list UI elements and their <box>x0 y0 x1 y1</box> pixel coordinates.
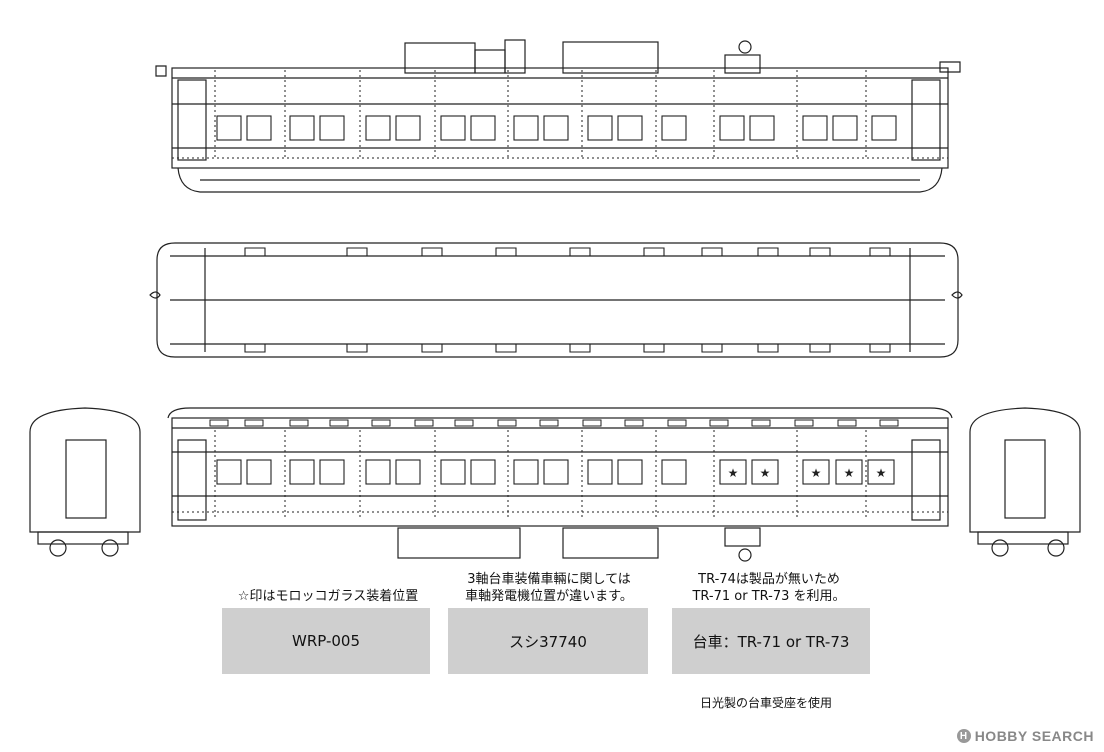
star-marker: ★ <box>760 466 771 480</box>
truck-note-line1: TR-74は製品が無いため <box>698 572 840 587</box>
car-name: スシ37740 <box>509 632 587 651</box>
star-marker: ★ <box>844 466 855 480</box>
truck-note-line2: TR-71 or TR-73 を利用。 <box>692 589 846 604</box>
star-marker: ★ <box>728 466 739 480</box>
truck-label: 台車：TR-71 or TR-73 <box>692 632 850 651</box>
watermark-text: HOBBY SEARCH <box>974 728 1094 744</box>
star-marker: ★ <box>876 466 887 480</box>
truck-panel: 台車：TR-71 or TR-73 <box>672 608 870 674</box>
product-code-panel: WRP-005 <box>222 608 430 674</box>
end-view-right <box>969 407 1081 557</box>
star-note: ☆印はモロッコガラス装着位置 <box>237 589 419 604</box>
axle-note-line2: 車軸発電機位置が違います。 <box>465 589 633 604</box>
side-view-top <box>155 39 961 193</box>
hobby-search-logo-icon: H <box>956 729 971 743</box>
roof-plan-view <box>149 242 963 358</box>
car-name-panel: スシ37740 <box>448 608 648 674</box>
watermark: H HOBBY SEARCH <box>956 728 1094 744</box>
star-markers: ★ ★ ★ ★ ★ <box>728 466 887 480</box>
product-code: WRP-005 <box>291 632 360 650</box>
star-marker: ★ <box>811 466 822 480</box>
footnote: 日光製の台車受座を使用 <box>700 696 833 710</box>
side-view-bottom <box>167 407 953 562</box>
axle-note-line1: 3軸台車装備車輛に関しては <box>467 572 631 587</box>
end-view-left <box>29 407 141 557</box>
